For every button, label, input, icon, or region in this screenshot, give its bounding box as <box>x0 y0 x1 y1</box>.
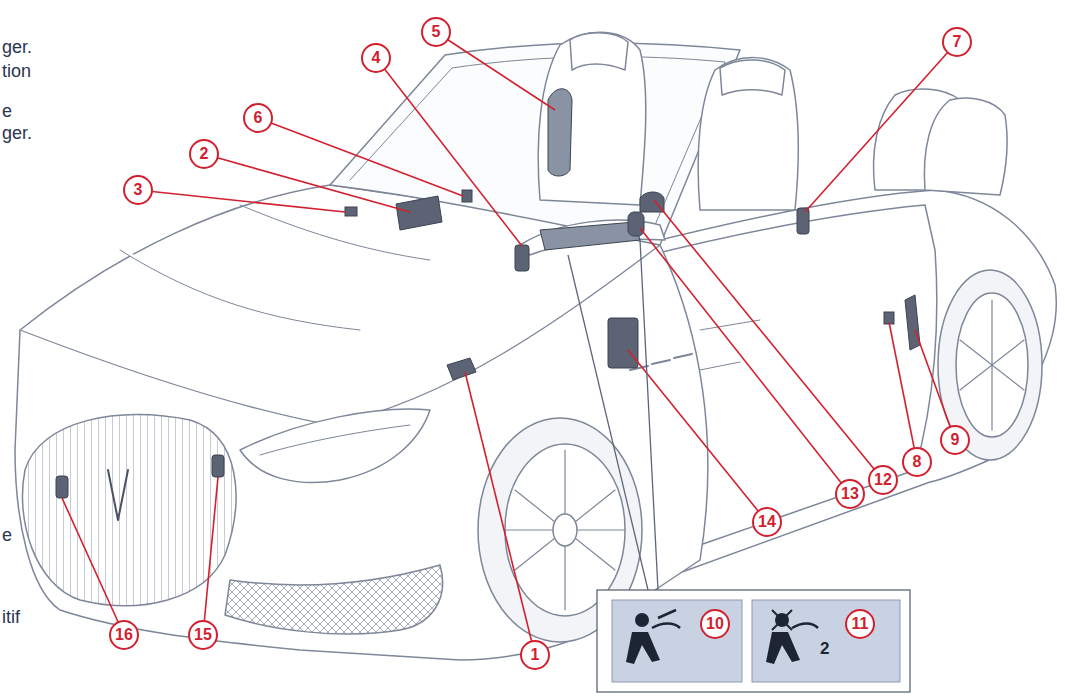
callout-number: 5 <box>421 17 451 47</box>
text-fragment: ger. <box>2 36 32 58</box>
callout-number: 13 <box>835 479 865 509</box>
callout-number: 9 <box>940 425 970 455</box>
callout-number: 4 <box>361 43 391 73</box>
callout-number: 8 <box>902 447 932 477</box>
text-fragment: ger. <box>2 122 32 144</box>
icon-digit: 2 <box>820 640 829 658</box>
callout-number: 3 <box>123 175 153 205</box>
text-fragment: tion <box>2 60 31 82</box>
text-fragment: e <box>2 524 12 546</box>
callout-number: 11 <box>845 609 875 639</box>
callout-number: 14 <box>752 507 782 537</box>
text-fragment: itif <box>2 606 20 628</box>
callout-number: 2 <box>189 139 219 169</box>
callout-number: 10 <box>700 609 730 639</box>
callout-number: 12 <box>868 465 898 495</box>
callout-number: 6 <box>243 103 273 133</box>
callout-number: 16 <box>109 620 139 650</box>
callout-number: 1 <box>520 640 550 670</box>
callout-number: 7 <box>942 27 972 57</box>
text-fragment: e <box>2 100 12 122</box>
callout-number: 15 <box>188 620 218 650</box>
